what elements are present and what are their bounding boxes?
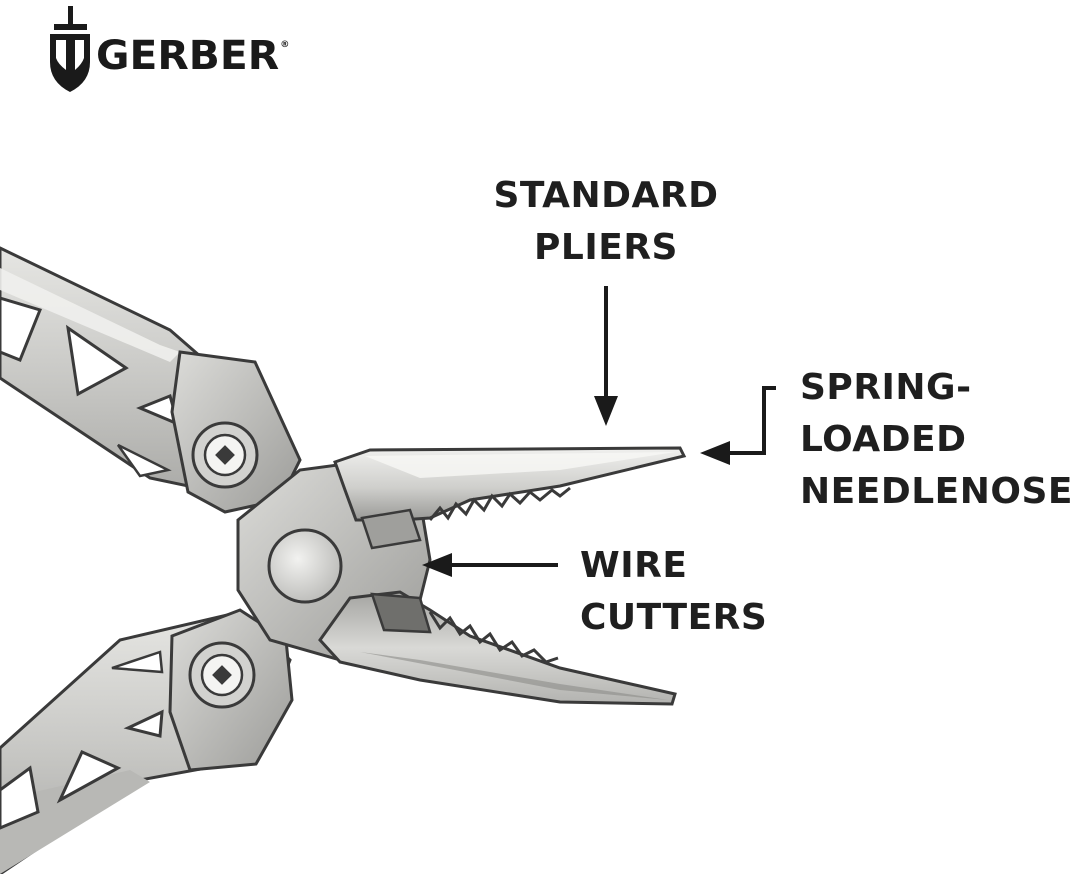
lower-jaw [318,590,677,706]
lower-handle [0,608,294,874]
brand-name-text: GERBER [96,33,280,79]
upper-handle [0,246,302,514]
gerber-logo: GERBER® [46,4,289,94]
callout-needlenose-line3: NEEDLENOSE [800,471,1073,512]
brand-name: GERBER® [96,33,289,79]
arrow-needlenose [700,386,776,465]
trademark-symbol: ® [280,40,290,50]
gerber-sword-shield-icon [50,6,90,92]
arrow-standard-pliers [594,286,618,426]
callout-wire-cutters: WIRE CUTTERS [580,540,767,644]
callout-standard-pliers: STANDARD PLIERS [480,170,732,274]
arrow-wire-cutters [422,553,558,577]
callout-wire-line2: CUTTERS [580,597,768,638]
upper-jaw [333,446,687,550]
callout-needlenose-line1: SPRING- [800,367,972,408]
callout-standard-line1: STANDARD [493,175,719,216]
callout-wire-line1: WIRE [580,545,688,586]
callout-needlenose: SPRING- LOADED NEEDLENOSE [800,362,1073,518]
callout-standard-line2: PLIERS [534,227,678,268]
callout-needlenose-line2: LOADED [800,419,967,460]
